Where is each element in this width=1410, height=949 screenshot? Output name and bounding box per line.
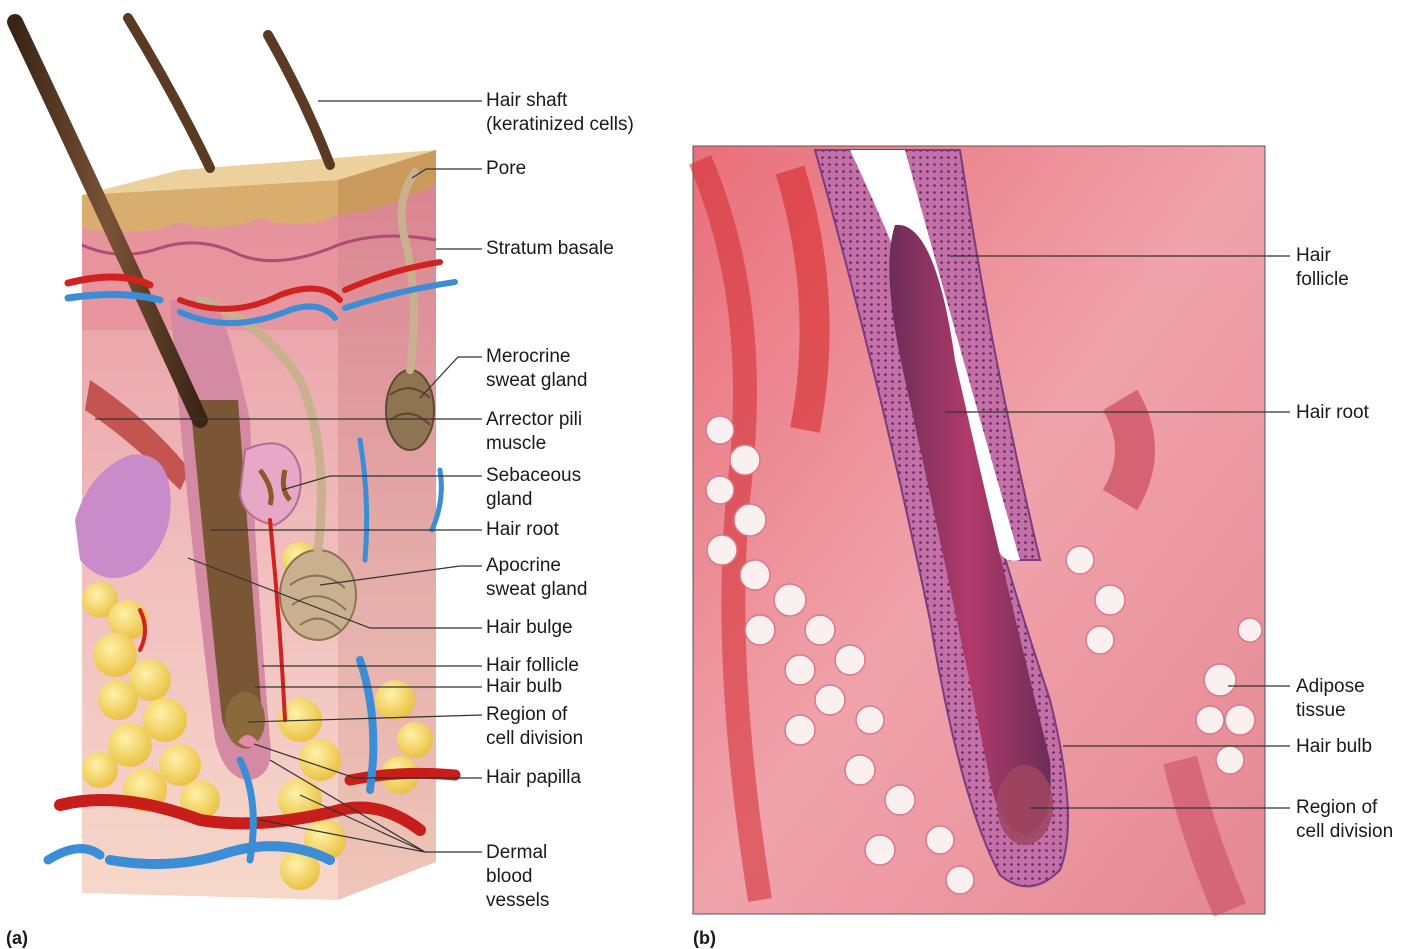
label-line: Region of [486,703,583,727]
label-line: Hair papilla [486,766,581,790]
label-line: cell division [1296,820,1393,844]
label-micro-adipose-tissue: Adipose tissue [1296,675,1365,723]
label-line: Apocrine [486,554,587,578]
label-micro-hair-bulb: Hair bulb [1296,735,1372,759]
label-sebaceous-gland: Sebaceous gland [486,464,581,512]
label-line: Hair [1296,244,1349,268]
label-merocrine-sweat-gland: Merocrine sweat gland [486,345,587,393]
hair-shaft-2 [128,18,210,168]
label-pore: Pore [486,157,526,181]
label-line: Arrector pili [486,408,582,432]
label-line: muscle [486,432,582,456]
label-line: Region of [1296,796,1393,820]
micro-hair-bulb [997,765,1053,845]
label-line: (keratinized cells) [486,113,634,137]
label-micro-cell-division: Region of cell division [1296,796,1393,844]
label-line: Hair root [486,518,559,542]
label-micro-hair-follicle: Hair follicle [1296,244,1349,292]
label-line: Adipose [1296,675,1365,699]
label-line: gland [486,488,581,512]
skin-block-illustration [15,18,455,900]
label-line: sweat gland [486,578,587,602]
label-dermal-blood-vessels: Dermal blood vessels [486,841,549,913]
label-apocrine-sweat-gland: Apocrine sweat gland [486,554,587,602]
label-hair-bulge: Hair bulge [486,616,573,640]
label-region-cell-division: Region of cell division [486,703,583,751]
label-line: Pore [486,157,526,181]
label-line: Hair root [1296,401,1369,425]
label-line: Sebaceous [486,464,581,488]
label-line: cell division [486,727,583,751]
label-line: follicle [1296,268,1349,292]
label-stratum-basale: Stratum basale [486,237,614,261]
label-hair-papilla: Hair papilla [486,766,581,790]
panel-a-letter: (a) [6,928,28,949]
label-line: Stratum basale [486,237,614,261]
label-line: Hair bulb [486,675,562,699]
micrograph-illustration [693,146,1265,914]
label-hair-shaft: Hair shaft (keratinized cells) [486,89,634,137]
label-arrector-pili: Arrector pili muscle [486,408,582,456]
label-line: vessels [486,889,549,913]
label-hair-root: Hair root [486,518,559,542]
label-line: Hair bulb [1296,735,1372,759]
label-line: Merocrine [486,345,587,369]
label-line: tissue [1296,699,1365,723]
label-line: sweat gland [486,369,587,393]
label-line: Hair shaft [486,89,634,113]
label-line: Dermal [486,841,549,865]
label-micro-hair-root: Hair root [1296,401,1369,425]
label-line: blood [486,865,549,889]
hair-shaft-3 [268,35,330,165]
panel-b-letter: (b) [693,928,716,949]
label-hair-bulb: Hair bulb [486,675,562,699]
label-line: Hair bulge [486,616,573,640]
